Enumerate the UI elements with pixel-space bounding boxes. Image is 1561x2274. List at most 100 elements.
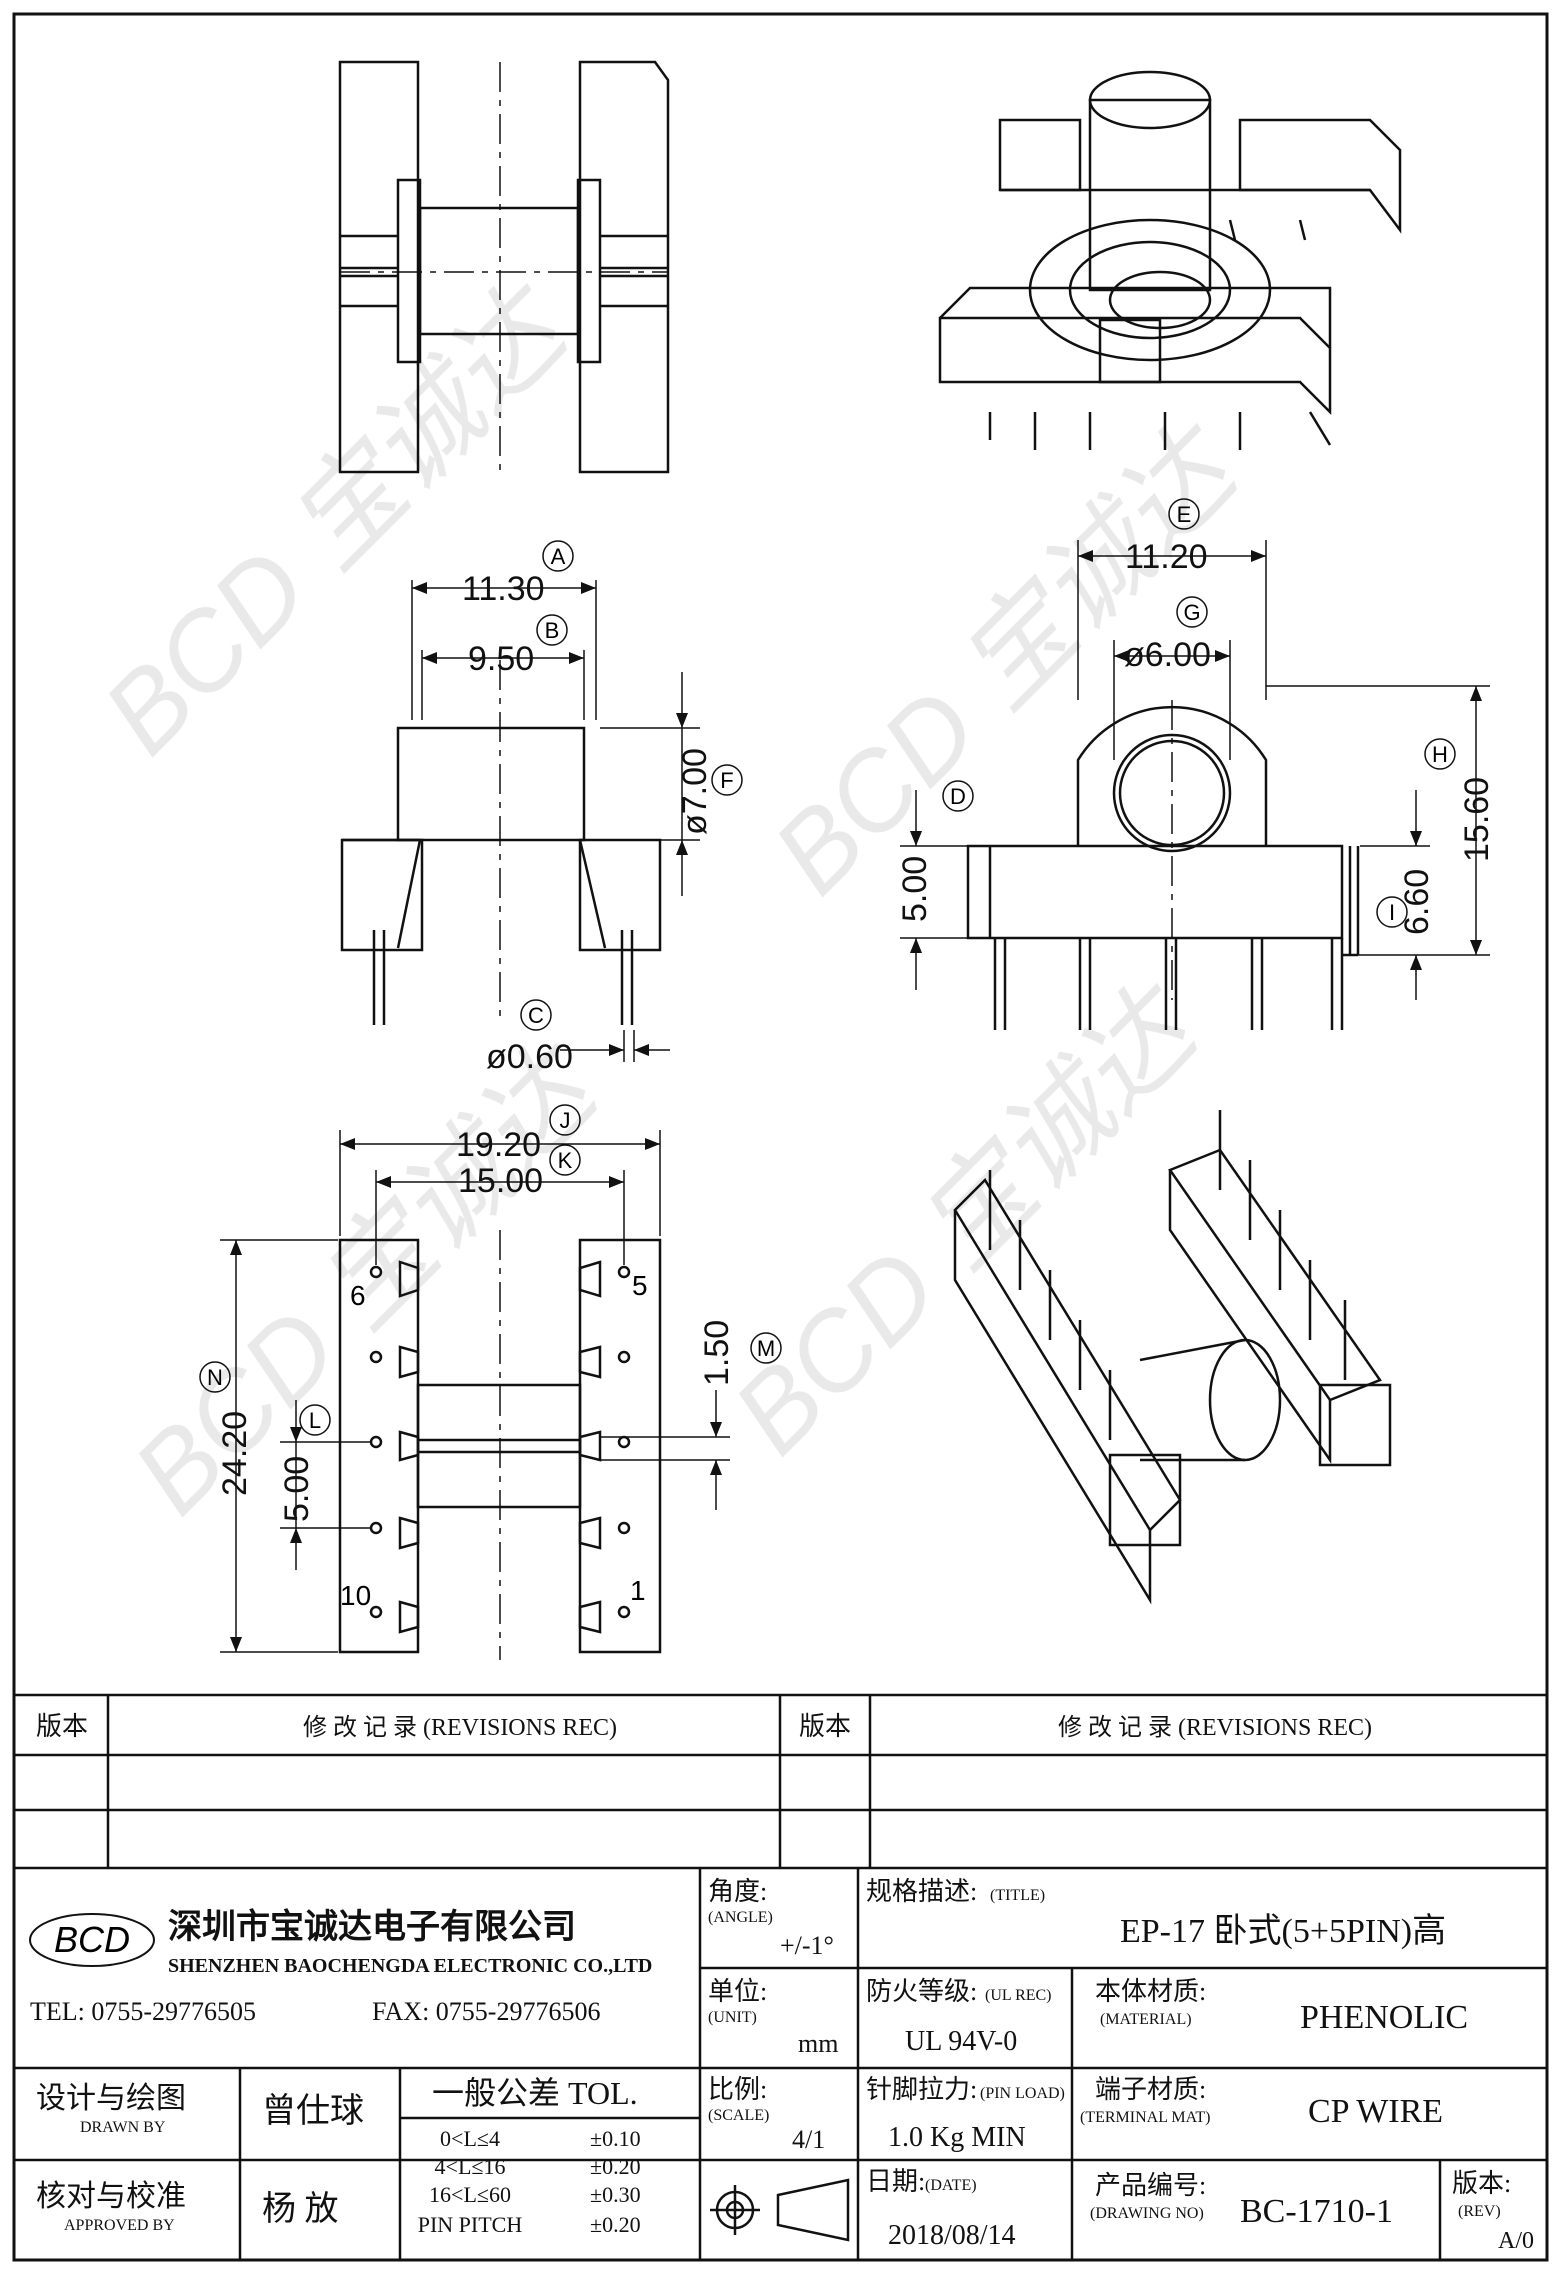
material-value: PHENOLIC xyxy=(1300,1999,1468,2036)
company-tel: TEL: 0755-29776505 xyxy=(30,1997,256,2026)
tag-G: G xyxy=(1183,600,1200,625)
scale-label: 比例: xyxy=(708,2075,767,2104)
tag-N: N xyxy=(207,1365,223,1390)
dim-H-value: 15.60 xyxy=(1458,777,1496,862)
termmat-sub: (TERMINAL MAT) xyxy=(1080,2109,1211,2126)
tol-value: ±0.20 xyxy=(590,2212,641,2237)
termmat-label: 端子材质: xyxy=(1095,2075,1206,2104)
pin-label-6: 6 xyxy=(350,1280,366,1311)
scale-value: 4/1 xyxy=(792,2125,825,2154)
company-fax: FAX: 0755-29776506 xyxy=(372,1997,600,2026)
title-value: EP-17 卧式(5+5PIN)高 xyxy=(1120,1912,1446,1950)
tag-F: F xyxy=(720,768,733,793)
dim-E-value: 11.20 xyxy=(1125,538,1208,576)
tag-L: L xyxy=(309,1408,321,1433)
tag-A: A xyxy=(551,544,566,569)
pin-label-5: 5 xyxy=(632,1270,648,1301)
tol-range: 4<L≤16 xyxy=(435,2154,506,2179)
title-sub: (TITLE) xyxy=(990,1887,1045,1904)
drawno-label: 产品编号: xyxy=(1095,2171,1206,2200)
rev-left-version-header: 版本 xyxy=(36,1712,88,1741)
dim-D-value: 5.00 xyxy=(896,856,934,922)
dim-F-value: ø7.00 xyxy=(676,748,714,835)
tolerance-rows: 0<L≤4 ±0.10 4<L≤16 ±0.20 16<L≤60 ±0.30 P… xyxy=(418,2126,641,2237)
dim-L-value: 5.00 xyxy=(278,1456,316,1522)
fire-sub: (UL REC) xyxy=(985,1987,1052,2004)
projection-symbol xyxy=(710,2178,850,2242)
tolerance-title: 一般公差 TOL. xyxy=(432,2075,638,2111)
iso-view-top xyxy=(938,70,1402,450)
title-label: 规格描述: xyxy=(866,1877,977,1906)
rev-value: A/0 xyxy=(1498,2228,1534,2254)
tag-D: D xyxy=(950,784,966,809)
tol-range: 16<L≤60 xyxy=(429,2182,511,2207)
tag-J: J xyxy=(560,1108,571,1133)
drawno-sub: (DRAWING NO) xyxy=(1090,2205,1204,2222)
design-name: 曾仕球 xyxy=(262,2092,364,2130)
termmat-value: CP WIRE xyxy=(1308,2093,1443,2130)
angle-sub: (ANGLE) xyxy=(708,1909,773,1926)
company-name-en: SHENZHEN BAOCHENGDA ELECTRONIC CO.,LTD xyxy=(168,1955,652,1977)
rev-label: 版本: xyxy=(1452,2169,1511,2198)
rev-right-version-header: 版本 xyxy=(799,1712,851,1741)
tag-E: E xyxy=(1177,502,1192,527)
material-label: 本体材质: xyxy=(1095,1977,1206,2006)
dim-K-value: 15.00 xyxy=(458,1162,543,1200)
tag-H: H xyxy=(1432,742,1448,767)
date-label: 日期: xyxy=(866,2167,925,2196)
company-logo: BCD xyxy=(29,1913,155,1967)
svg-text:BCD 宝诚达: BCD 宝诚达 xyxy=(110,1022,625,1537)
unit-sub: (UNIT) xyxy=(708,2009,757,2026)
tag-M: M xyxy=(757,1336,775,1361)
title-block-grid xyxy=(14,1868,1547,2260)
bottom-view xyxy=(338,1230,662,1660)
tol-range: 0<L≤4 xyxy=(440,2126,500,2151)
tag-K: K xyxy=(558,1148,573,1173)
tol-value: ±0.10 xyxy=(590,2126,641,2151)
pinload-value: 1.0 Kg MIN xyxy=(888,2122,1026,2153)
material-sub: (MATERIAL) xyxy=(1100,2011,1192,2028)
unit-value: mm xyxy=(798,2029,838,2058)
sheet-border xyxy=(12,12,1549,2262)
drawno-value: BC-1710-1 xyxy=(1240,2193,1393,2230)
pin-label-10: 10 xyxy=(340,1580,371,1611)
company-logo-text: BCD xyxy=(54,1919,130,1960)
front-view-dims xyxy=(900,540,1490,1000)
front-view xyxy=(966,700,1360,1030)
revision-table xyxy=(14,1693,1547,1870)
tag-I: I xyxy=(1389,900,1395,925)
angle-value: +/-1° xyxy=(780,1931,834,1960)
dim-B-value: 9.50 xyxy=(468,640,534,678)
design-sub: DRAWN BY xyxy=(80,2119,166,2136)
dimension-tags xyxy=(199,498,1456,1436)
design-label: 设计与绘图 xyxy=(36,2082,186,2115)
pin-label-1: 1 xyxy=(630,1575,646,1606)
unit-label: 单位: xyxy=(708,1977,767,2006)
dim-G-value: ø6.00 xyxy=(1124,636,1211,674)
tol-value: ±0.30 xyxy=(590,2182,641,2207)
side-view xyxy=(340,660,662,1025)
tag-C: C xyxy=(528,1003,544,1028)
date-sub: (DATE) xyxy=(925,2177,977,2194)
rev-sub: (REV) xyxy=(1458,2203,1501,2220)
dim-C-value: ø0.60 xyxy=(486,1038,573,1076)
scale-sub: (SCALE) xyxy=(708,2107,769,2124)
company-name-cn: 深圳市宝诚达电子有限公司 xyxy=(168,1907,576,1946)
rev-left-record-header: 修 改 记 录 (REVISIONS REC) xyxy=(303,1714,617,1741)
dim-N-value: 24.20 xyxy=(216,1411,254,1496)
pinload-label: 针脚拉力: xyxy=(866,2075,977,2104)
angle-label: 角度: xyxy=(708,1877,767,1906)
tag-B: B xyxy=(545,618,560,643)
approve-name: 杨 放 xyxy=(262,2190,339,2228)
top-view xyxy=(338,60,670,474)
dim-M-value: 1.50 xyxy=(698,1320,736,1386)
fire-label: 防火等级: xyxy=(866,1977,977,2006)
svg-text:BCD 宝诚达: BCD 宝诚达 xyxy=(80,262,595,777)
bottom-view-dims xyxy=(220,1130,730,1653)
svg-text:BCD 宝诚达: BCD 宝诚达 xyxy=(710,962,1225,1477)
approve-label: 核对与校准 xyxy=(36,2180,186,2213)
iso-view-bottom xyxy=(953,1110,1392,1605)
dim-J-value: 19.20 xyxy=(456,1126,541,1164)
rev-right-record-header: 修 改 记 录 (REVISIONS REC) xyxy=(1058,1714,1372,1741)
